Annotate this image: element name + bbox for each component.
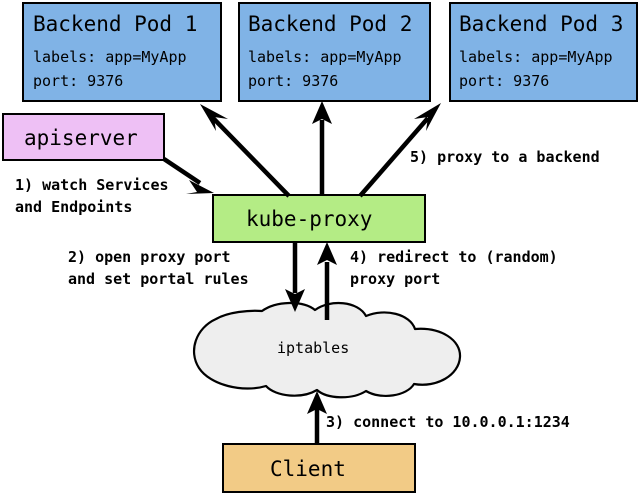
backend-pod-2-box xyxy=(238,2,431,102)
edge-pod1-arrowhead xyxy=(200,104,228,131)
node-kube-proxy[interactable]: kube-proxy xyxy=(212,194,426,243)
client-box xyxy=(222,443,416,493)
edge-redirect-arrowhead xyxy=(317,242,337,265)
edge-connect-label: 3) connect to 10.0.0.1:1234 xyxy=(326,413,570,431)
backend-pod-3-labels: labels: app=MyApp xyxy=(459,48,613,66)
node-backend-pod-2[interactable]: Backend Pod 2 labels: app=MyApp port: 93… xyxy=(238,2,431,102)
node-backend-pod-3[interactable]: Backend Pod 3 labels: app=MyApp port: 93… xyxy=(449,2,638,102)
edge-proxy-backend-label: 5) proxy to a backend xyxy=(410,148,600,166)
backend-pod-3-box xyxy=(449,2,638,102)
edge-open-proxy-port-label-line1: 2) open proxy port xyxy=(68,248,231,266)
iptables-cloud-shape xyxy=(192,301,462,399)
edge-watch-label-line1: 1) watch Services xyxy=(15,176,169,194)
edge-kube-proxy-to-pod-1 xyxy=(200,104,291,198)
edge-pod1-line xyxy=(211,116,291,198)
edge-pod3-arrowhead xyxy=(414,103,441,131)
node-apiserver[interactable]: apiserver xyxy=(2,113,165,161)
edge-connect-arrowhead xyxy=(307,391,327,414)
edge-apiserver-to-kube-proxy xyxy=(162,157,214,194)
edge-open-proxy-port-arrowhead xyxy=(285,289,305,312)
backend-pod-2-labels: labels: app=MyApp xyxy=(248,48,402,66)
backend-pod-2-title: Backend Pod 2 xyxy=(248,12,412,36)
edge-kube-proxy-to-pod-2 xyxy=(312,101,332,196)
client-title: Client xyxy=(270,457,346,481)
edge-pod2-arrowhead xyxy=(312,101,332,124)
backend-pod-3-port: port: 9376 xyxy=(459,72,549,90)
backend-pod-2-port: port: 9376 xyxy=(248,72,338,90)
edge-pod3-line xyxy=(358,116,430,198)
iptables-label: iptables xyxy=(277,339,349,357)
backend-pod-1-port: port: 9376 xyxy=(33,72,123,90)
node-client[interactable]: Client xyxy=(222,443,416,493)
node-iptables-cloud[interactable]: iptables xyxy=(192,301,462,399)
apiserver-title: apiserver xyxy=(24,126,138,150)
edge-watch-arrowhead xyxy=(186,180,214,194)
edge-kube-proxy-to-pod-3 xyxy=(358,103,441,198)
edge-client-to-iptables xyxy=(307,391,327,444)
edge-redirect-label-line1: 4) redirect to (random) xyxy=(350,248,558,266)
edge-iptables-to-kube-proxy xyxy=(317,242,337,320)
apiserver-box xyxy=(2,113,165,161)
backend-pod-1-title: Backend Pod 1 xyxy=(33,12,197,36)
backend-pod-1-labels: labels: app=MyApp xyxy=(33,48,187,66)
kube-proxy-title: kube-proxy xyxy=(246,207,372,231)
backend-pod-1-box xyxy=(22,2,222,102)
edge-open-proxy-port-label-line2: and set portal rules xyxy=(68,270,249,288)
edge-watch-line xyxy=(162,157,202,185)
edge-watch-label-line2: and Endpoints xyxy=(15,198,132,216)
node-backend-pod-1[interactable]: Backend Pod 1 labels: app=MyApp port: 93… xyxy=(22,2,222,102)
kube-proxy-box xyxy=(212,194,426,243)
edge-redirect-label-line2: proxy port xyxy=(350,270,440,288)
edge-kube-proxy-to-iptables xyxy=(285,243,305,312)
backend-pod-3-title: Backend Pod 3 xyxy=(459,12,623,36)
